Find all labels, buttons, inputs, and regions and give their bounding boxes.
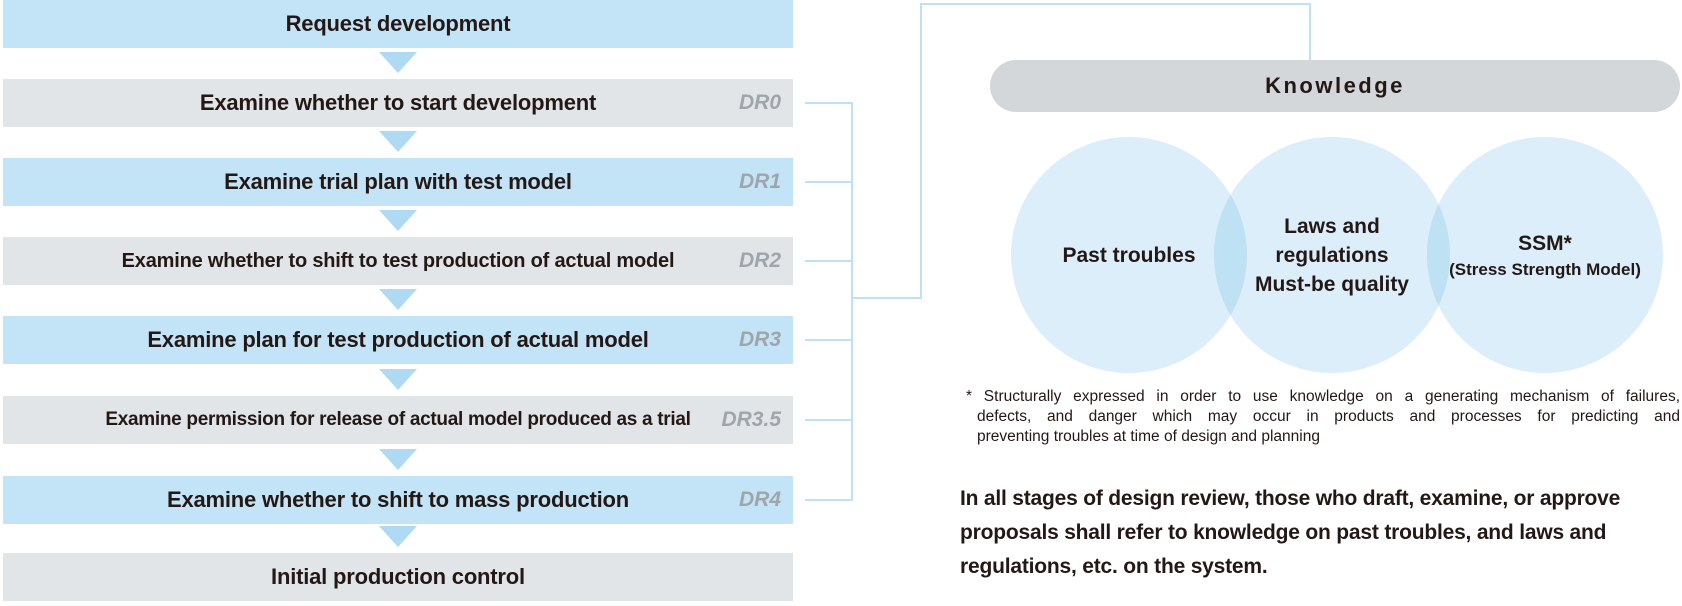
connector-stub-dr1 [805, 181, 852, 183]
connector-riser-vertical [920, 3, 922, 299]
flow-box-label: Examine plan for test production of actu… [147, 327, 649, 352]
flow-box-release-permission: Examine permission for release of actual… [3, 396, 793, 444]
flow-box-label: Initial production control [271, 564, 525, 589]
connector-stub-dr0 [805, 102, 852, 104]
dr0-badge: DR0 [738, 91, 781, 114]
flow-box-label: Examine whether to shift to mass product… [166, 487, 629, 512]
footnote-line: preventing troubles at time of design an… [977, 428, 1320, 445]
dr4-badge: DR4 [738, 488, 781, 511]
footnote-line: * Structurally expressed in order to use… [966, 388, 1680, 405]
down-arrow-icon [379, 526, 417, 547]
ssm-footnote: * Structurally expressed in order to use… [966, 387, 1680, 447]
dr1-badge: DR1 [738, 170, 781, 193]
flow-box-label: Examine whether to shift to test product… [121, 249, 675, 272]
flow-box-label: Examine trial plan with test model [224, 169, 572, 194]
design-review-paragraph: In all stages of design review, those wh… [960, 482, 1682, 584]
flow-box-label: Examine whether to start development [199, 90, 597, 115]
circle-label: SSM* [1518, 231, 1572, 255]
paragraph-line: regulations, etc. on the system. [960, 555, 1268, 578]
flow-box-plan-test-production: Examine plan for test production of actu… [3, 316, 793, 364]
circle-sublabel: (Stress Strength Model) [1449, 259, 1641, 279]
down-arrow-icon [379, 52, 417, 73]
connector-bus-vertical [851, 102, 853, 501]
knowledge-circle-laws-regulations: Laws and regulations Must-be quality [1214, 137, 1450, 373]
dr3-badge: DR3 [738, 328, 781, 351]
paragraph-line: In all stages of design review, those wh… [960, 487, 1621, 510]
down-arrow-icon [379, 289, 417, 310]
connector-stub-dr3-5 [805, 419, 852, 421]
circle-label: Past troubles [1062, 243, 1196, 267]
flow-box-trial-plan: Examine trial plan with test model DR1 [3, 158, 793, 206]
circle-label: regulations [1275, 243, 1389, 267]
knowledge-circle-ssm: SSM* (Stress Strength Model) [1427, 137, 1663, 373]
dr2-badge: DR2 [738, 249, 781, 272]
flow-box-start-development: Examine whether to start development DR0 [3, 79, 793, 127]
knowledge-title: Knowledge [1265, 73, 1405, 98]
down-arrow-icon [379, 131, 417, 152]
flow-box-mass-production: Examine whether to shift to mass product… [3, 476, 793, 524]
connector-stub-dr2 [805, 260, 852, 262]
flow-box-shift-test-production: Examine whether to shift to test product… [3, 237, 793, 285]
connector-stub-dr4 [805, 499, 852, 501]
down-arrow-icon [379, 210, 417, 231]
connector-branch-horizontal [851, 297, 922, 299]
down-arrow-icon [379, 449, 417, 470]
connector-drop-to-knowledge [1309, 3, 1311, 61]
connector-top-horizontal [920, 3, 1311, 5]
flow-box-label: Request development [285, 11, 511, 36]
flow-box-label: Examine permission for release of actual… [105, 409, 691, 430]
knowledge-bar: Knowledge [990, 60, 1680, 112]
flow-box-request-development: Request development [3, 0, 793, 48]
circle-label: Must-be quality [1254, 272, 1409, 296]
down-arrow-icon [379, 369, 417, 390]
connector-stub-dr3 [805, 339, 852, 341]
footnote-line: defects, and danger which may occur in p… [977, 408, 1680, 425]
paragraph-line: proposals shall refer to knowledge on pa… [960, 521, 1607, 544]
flow-box-initial-production-control: Initial production control [3, 553, 793, 601]
circle-label: Laws and [1284, 214, 1380, 238]
knowledge-circle-past-troubles: Past troubles [1011, 137, 1247, 373]
dr3-5-badge: DR3.5 [721, 408, 781, 431]
